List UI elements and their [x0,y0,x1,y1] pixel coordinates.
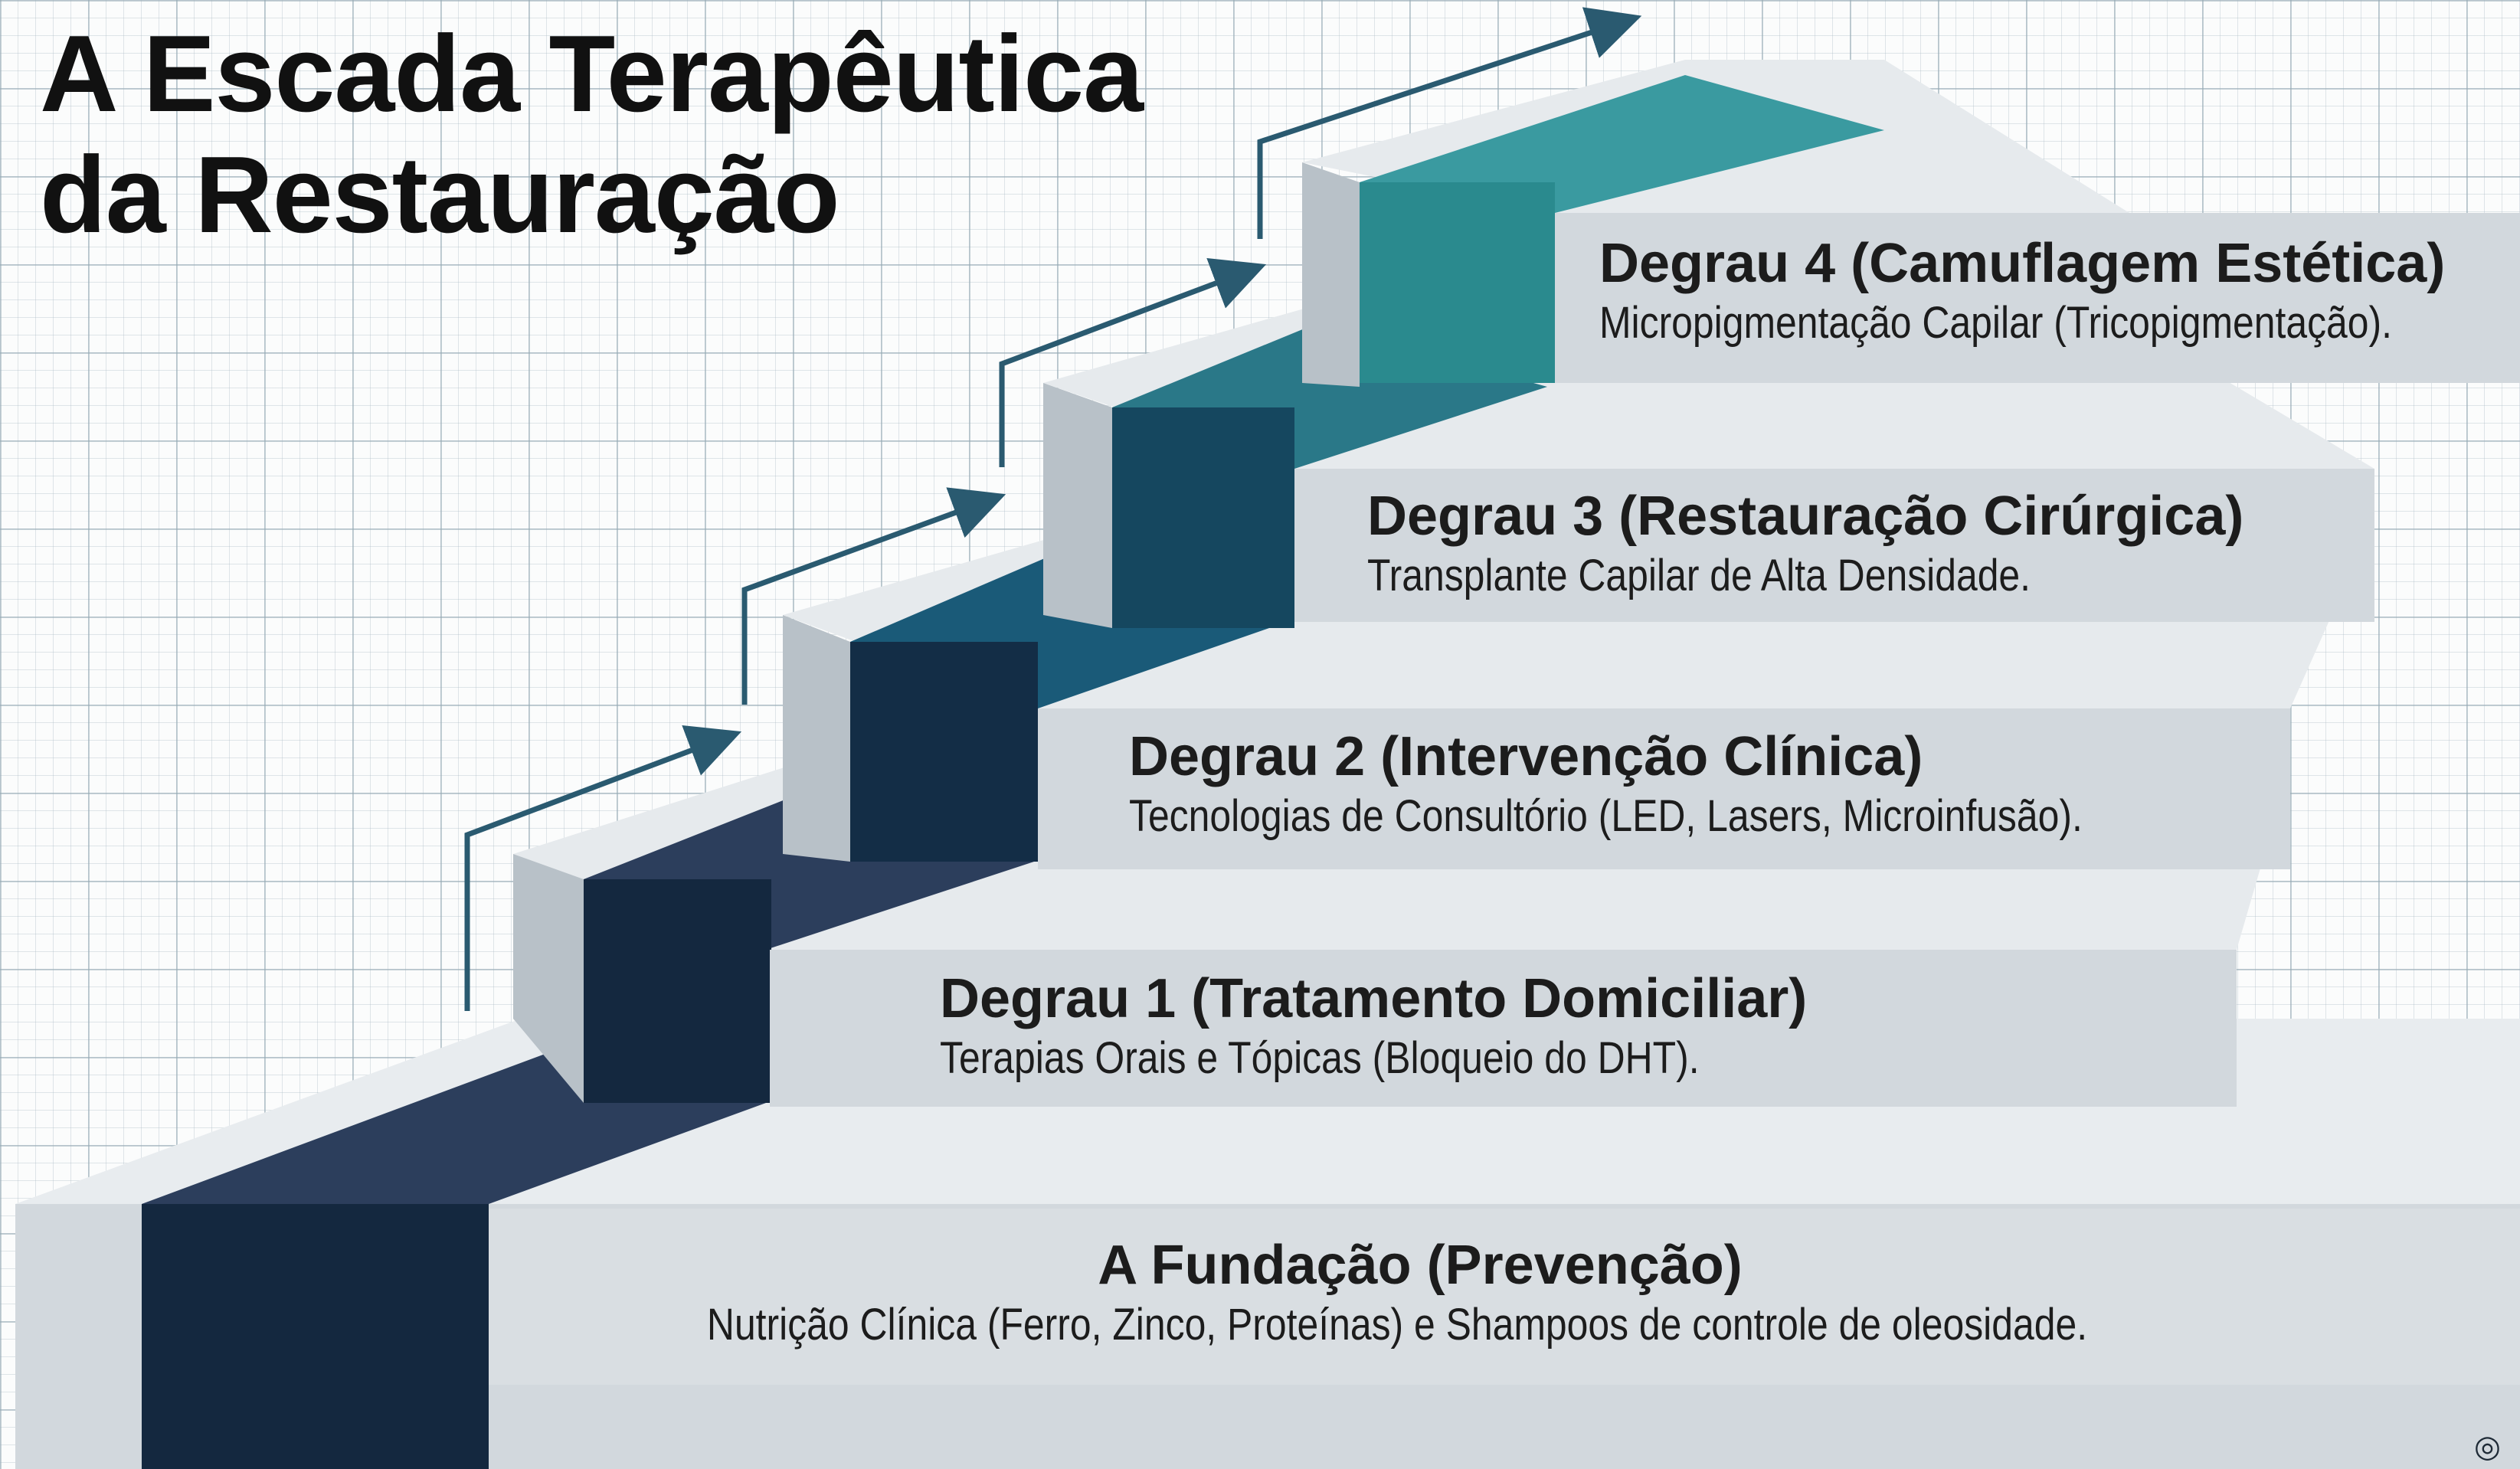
arrow-3 [999,257,1267,467]
step-4-face [1302,162,1360,387]
arrow-4 [1257,7,1642,239]
progress-arrows [464,7,1642,1011]
step-4 [1302,60,2520,387]
title-line-1: A Escada Terapêutica [40,13,1144,135]
step-2-label-panel [1038,708,2290,869]
step-3-label: Degrau 3 (Restauração Cirúrgica) Transpl… [1367,484,2243,604]
step-2-heading: Degrau 2 (Intervenção Clínica) [1129,726,1923,787]
step-foundation-description: Nutrição Clínica (Ferro, Zinco, Proteína… [706,1300,2088,1350]
step-2-description: Tecnologias de Consultório (LED, Lasers,… [1129,791,2083,841]
title-line-2: da Restauração [40,134,840,256]
diagram-title: A Escada Terapêutica da Restauração [40,13,1144,256]
step-foundation-ribbon-face [142,1204,489,1469]
step-3-label-panel [1294,469,2374,622]
step-4-label-panel [1555,213,2520,383]
step-2-face [783,615,850,862]
step-4-label: Degrau 4 (Camuflagem Estética) Micropigm… [1599,231,2520,351]
step-1-label-panel [770,950,2237,1107]
arrow-2 [741,487,1006,705]
step-3-ribbon-face [1112,407,1294,628]
step-3-heading: Degrau 3 (Restauração Cirúrgica) [1367,486,2244,547]
step-foundation-label-panel [489,1209,2520,1385]
step-2-label: Degrau 2 (Intervenção Clínica) Tecnologi… [1129,725,2237,844]
step-foundation [15,1019,2520,1469]
step-foundation-heading: A Fundação (Prevenção) [1098,1235,1743,1296]
step-1-ribbon-face [584,879,771,1103]
step-1-heading: Degrau 1 (Tratamento Domiciliar) [940,968,1808,1029]
step-3-description: Transplante Capilar de Alta Densidade. [1367,551,2031,600]
step-1-label: Degrau 1 (Tratamento Domiciliar) Terapia… [940,967,1823,1086]
watermark-icon: ◎ [2474,1430,2501,1464]
step-4-ribbon-face [1360,182,1555,383]
step-4-description: Micropigmentação Capilar (Tricopigmentaç… [1599,298,2392,348]
step-4-ribbon-top [1360,75,1884,213]
step-4-heading: Degrau 4 (Camuflagem Estética) [1599,233,2446,294]
arrow-1 [464,725,742,1011]
step-1-face [513,854,584,1103]
step-1-description: Terapias Orais e Tópicas (Bloqueio do DH… [940,1033,1700,1083]
step-2-ribbon-face [850,642,1038,862]
step-3-face [1043,383,1112,628]
step-foundation-label: A Fundação (Prevenção) Nutrição Clínica … [489,1233,2520,1353]
